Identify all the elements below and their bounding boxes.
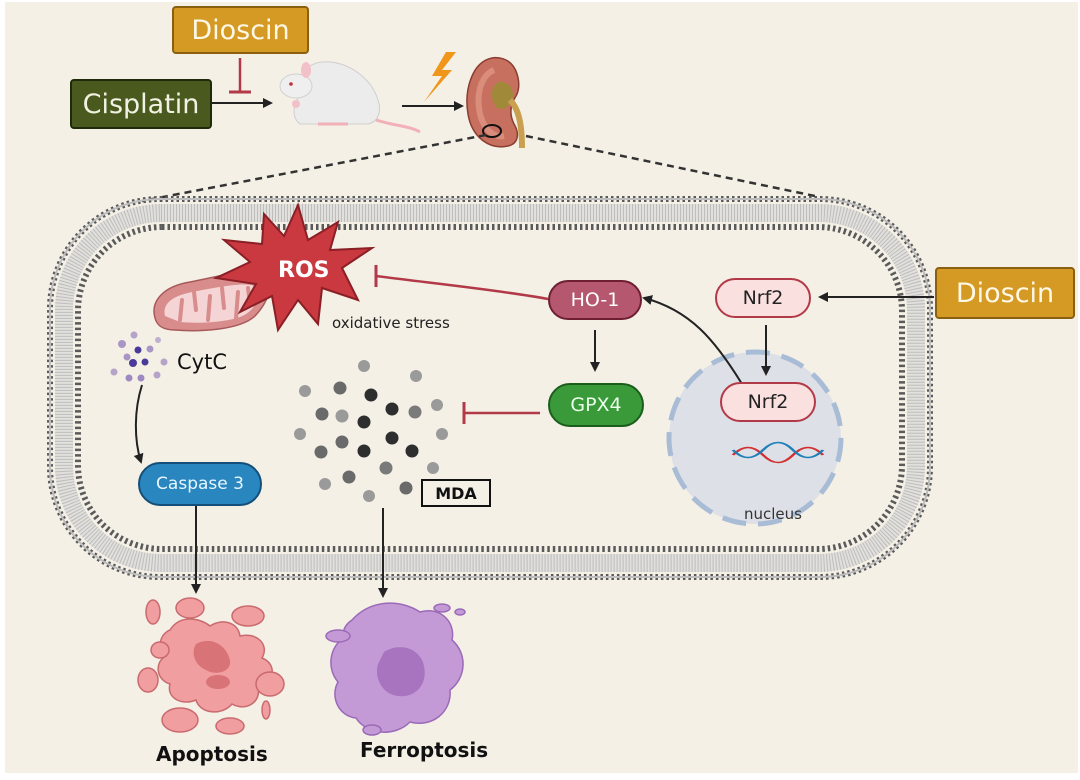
cytc-dots	[110, 331, 168, 382]
nucleus	[666, 349, 844, 527]
ho1-node: HO-1	[548, 280, 642, 320]
cisplatin-box: Cisplatin	[70, 79, 212, 129]
ros-label: ROS	[278, 258, 330, 283]
caspase3-node: Caspase 3	[138, 462, 262, 506]
dioscin-inhibit-top	[229, 58, 251, 94]
mitochondrion-icon	[153, 270, 271, 332]
ferroptosis-label: Ferroptosis	[360, 738, 489, 762]
gpx4-node: GPX4	[548, 383, 644, 427]
zoom-line-right	[525, 134, 816, 198]
rat-icon	[279, 61, 421, 134]
gpx4-inhibits-mda	[462, 402, 540, 424]
ferroptotic-cell-icon	[325, 602, 466, 736]
kidney-icon	[466, 56, 525, 149]
nrf2-nucleus-node: Nrf2	[720, 382, 816, 422]
dioscin-right-box: Dioscin	[935, 267, 1075, 319]
cytc-to-caspase-arrow	[133, 384, 144, 464]
cytc-label: CytC	[177, 350, 227, 374]
cell-membrane	[47, 196, 933, 580]
apoptosis-label: Apoptosis	[156, 742, 268, 766]
ho1-inhibits-ros	[374, 265, 549, 301]
mda-label: MDA	[421, 479, 491, 507]
mda-dots	[294, 360, 448, 502]
dioscin-top-box: Dioscin	[172, 6, 309, 54]
nrf2-to-ho1-arrow	[642, 295, 743, 385]
ros-burst	[212, 202, 376, 333]
nrf2-cytoplasm-node: Nrf2	[715, 278, 811, 318]
nucleus-label: nucleus	[744, 505, 802, 523]
dna-icon	[731, 441, 825, 464]
apoptotic-cell-icon	[137, 597, 285, 735]
oxidative-stress-label: oxidative stress	[332, 314, 450, 332]
zoom-line-left	[141, 133, 487, 203]
